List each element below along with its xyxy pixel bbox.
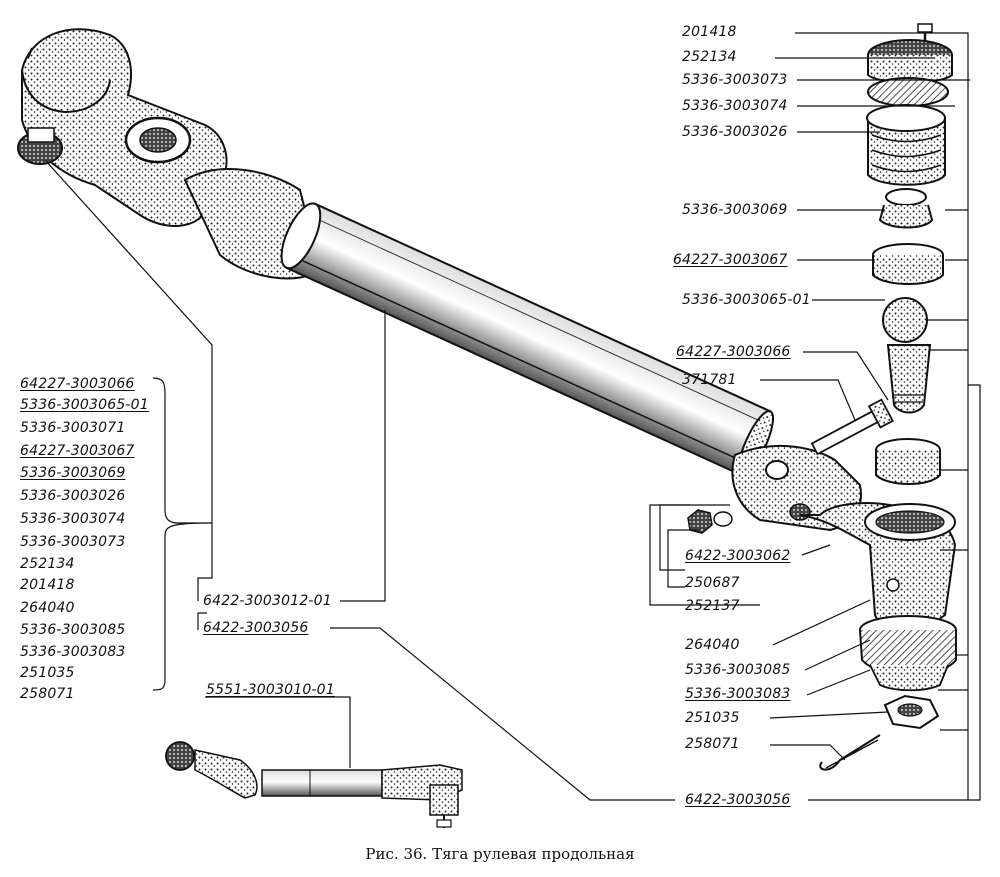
label-5336-3003074: 5336-3003074 [682, 98, 788, 114]
left-label-264040: 264040 [20, 600, 75, 616]
left-label-64227-3003066: 64227-3003066 [20, 376, 135, 392]
inset-drawing [165, 741, 463, 828]
label-201418: 201418 [682, 24, 737, 40]
label-6422-3003062: 6422-3003062 [685, 548, 791, 564]
left-label-5336-3003065-01: 5336-3003065-01 [20, 397, 149, 413]
label-371781: 371781 [682, 372, 737, 388]
label-6422-3003056-mid: 6422-3003056 [203, 620, 309, 636]
left-label-64227-3003067: 64227-3003067 [20, 443, 135, 459]
exploded-parts [687, 23, 957, 771]
label-250687: 250687 [685, 575, 740, 591]
label-252134: 252134 [682, 49, 737, 65]
label-6422-3003056-right: 6422-3003056 [685, 792, 791, 808]
label-258071: 258071 [685, 736, 740, 752]
label-252137: 252137 [685, 598, 740, 614]
label-264040: 264040 [685, 637, 740, 653]
left-label-5336-3003074: 5336-3003074 [20, 511, 126, 527]
steering-rod [17, 28, 957, 630]
figure-caption: Рис. 36. Тяга рулевая продольная [365, 845, 635, 863]
left-label-5336-3003026: 5336-3003026 [20, 488, 126, 504]
label-64227-3003066: 64227-3003066 [676, 344, 791, 360]
label-5551-3003010-01: 5551-3003010-01 [206, 682, 335, 698]
label-6422-3003012-01: 6422-3003012-01 [203, 593, 332, 609]
left-label-5336-3003085: 5336-3003085 [20, 622, 126, 638]
left-label-5336-3003071: 5336-3003071 [20, 420, 126, 436]
left-label-5336-3003069: 5336-3003069 [20, 465, 126, 481]
left-label-251035: 251035 [20, 665, 75, 681]
leader-lines [44, 32, 981, 801]
left-label-252134: 252134 [20, 556, 75, 572]
label-251035: 251035 [685, 710, 740, 726]
left-label-5336-3003083: 5336-3003083 [20, 644, 126, 660]
label-5336-3003085: 5336-3003085 [685, 662, 791, 678]
label-5336-3003065-01: 5336-3003065-01 [682, 292, 811, 308]
label-5336-3003026: 5336-3003026 [682, 124, 788, 140]
label-5336-3003083: 5336-3003083 [685, 686, 791, 702]
left-label-5336-3003073: 5336-3003073 [20, 534, 126, 550]
label-64227-3003067: 64227-3003067 [673, 252, 788, 268]
label-5336-3003069: 5336-3003069 [682, 202, 788, 218]
left-label-201418: 201418 [20, 577, 75, 593]
left-label-258071: 258071 [20, 686, 75, 702]
label-5336-3003073: 5336-3003073 [682, 72, 788, 88]
